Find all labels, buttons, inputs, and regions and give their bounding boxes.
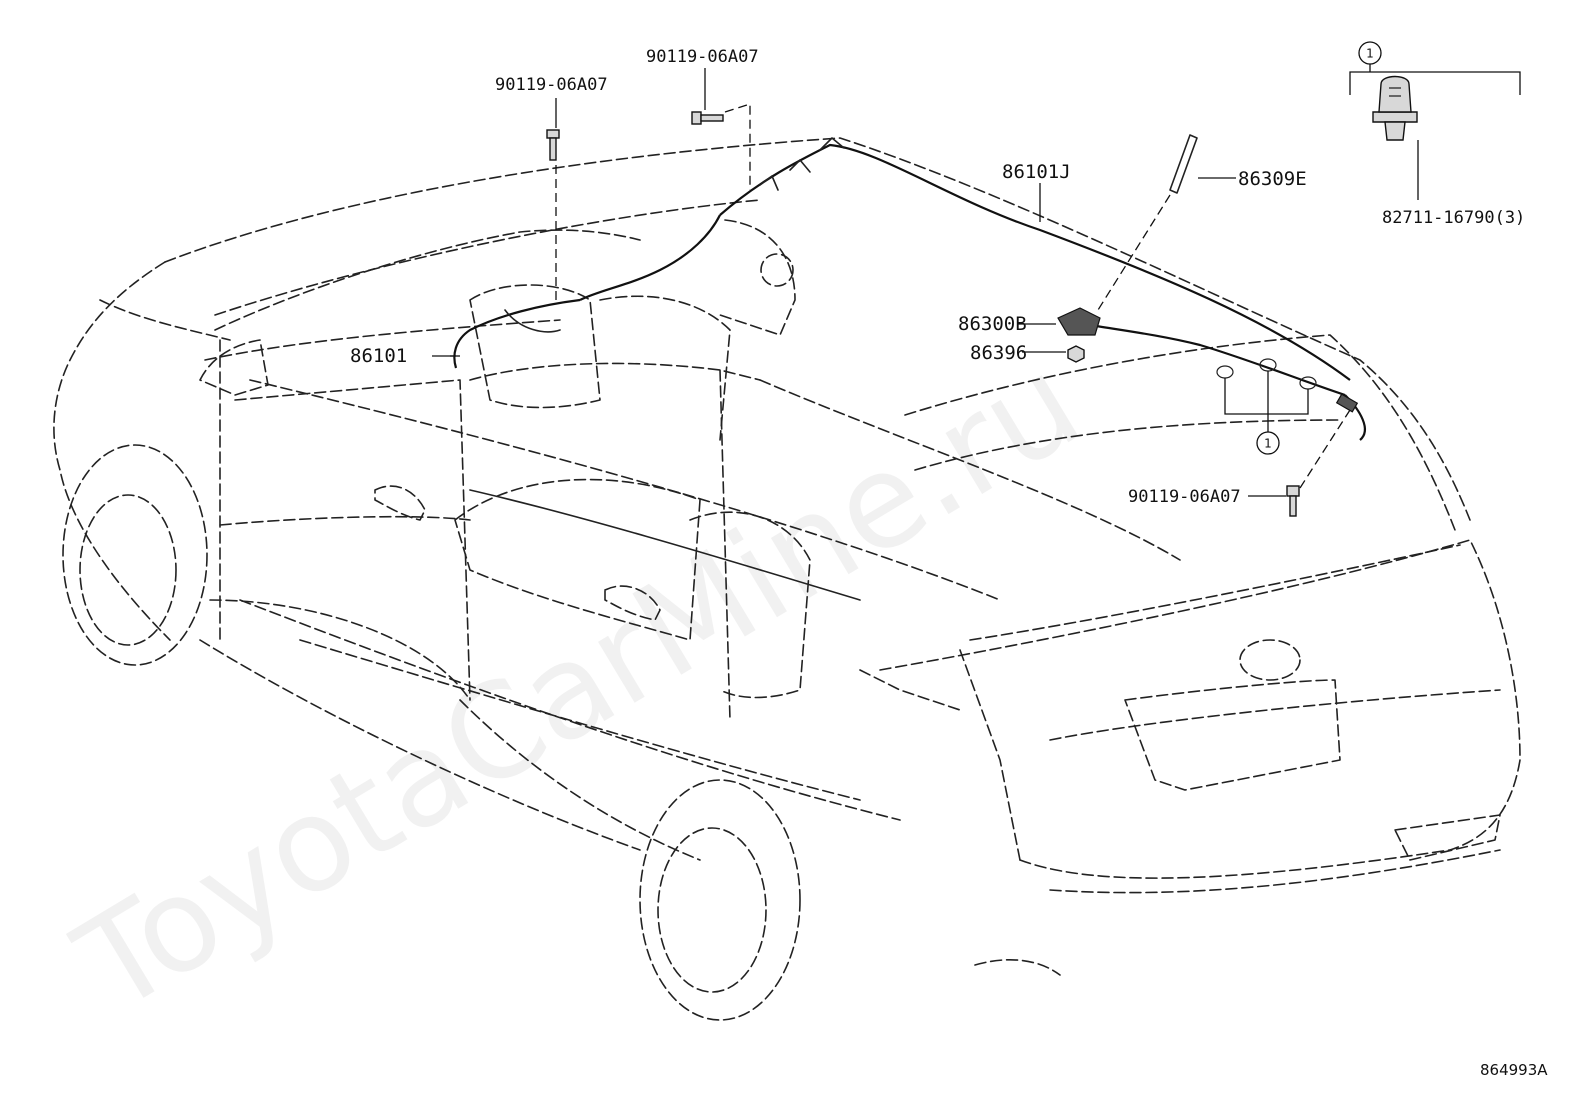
watermark: ToyotaCarMine.ru bbox=[52, 326, 1105, 1042]
svg-text:1: 1 bbox=[1264, 437, 1272, 451]
harness-routing bbox=[453, 137, 1366, 601]
label-antenna-nut: 86396 bbox=[970, 342, 1027, 364]
bolt-top-mid bbox=[691, 111, 724, 125]
antenna-pole bbox=[1169, 134, 1198, 194]
antenna-base bbox=[1057, 307, 1101, 336]
callout-clamp-group-roof: 1 bbox=[1256, 431, 1280, 455]
antenna-nut bbox=[1067, 345, 1085, 363]
illustration-code: 864993A bbox=[1480, 1061, 1548, 1079]
bolt-top-left bbox=[546, 129, 560, 161]
label-bolt-top-mid: 90119-06A07 bbox=[646, 47, 759, 67]
callout-clamp-group-top: 1 bbox=[1358, 41, 1382, 65]
bolt-rear bbox=[1286, 485, 1300, 517]
leaders bbox=[432, 64, 1521, 497]
clamp-part bbox=[1372, 75, 1418, 141]
label-roof-harness: 86101J bbox=[1002, 161, 1071, 183]
parts bbox=[546, 75, 1418, 517]
label-bolt-rear: 90119-06A07 bbox=[1128, 487, 1241, 507]
part-labels: 90119-06A07 90119-06A07 86101J 86309E 82… bbox=[350, 47, 1548, 1079]
label-antenna-base: 86300B bbox=[958, 313, 1027, 335]
vehicle-outline bbox=[53, 137, 1521, 1021]
label-clamp: 82711-16790(3) bbox=[1382, 208, 1525, 228]
svg-text:1: 1 bbox=[1366, 47, 1374, 61]
label-bolt-top-left: 90119-06A07 bbox=[495, 75, 608, 95]
label-front-harness: 86101 bbox=[350, 345, 407, 367]
label-antenna-pole: 86309E bbox=[1238, 168, 1307, 190]
